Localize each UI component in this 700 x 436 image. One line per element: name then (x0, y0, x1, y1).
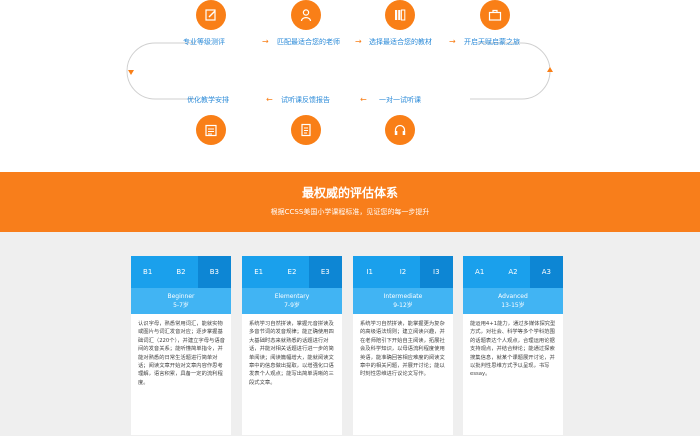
service-process: 专业等级测评 匹配最适合您的老师 选择最适合您的教材 开启天赋启蒙之旅 → → … (0, 0, 700, 160)
arrow-right-icon: → (449, 37, 456, 46)
grade-a2: A2 (508, 268, 518, 276)
level-header: Elementary 7-9岁 (242, 288, 342, 314)
level-card-elementary: E1 E2 E3 Elementary 7-9岁 系统学习自然拼读，掌握元音拼读… (242, 256, 342, 435)
level-cards-section: B1 B2 B3 Beginner 5-7岁 认识字母，熟悉常用词汇，能就实物或… (0, 232, 700, 436)
step-label-match-teacher: 匹配最适合您的老师 (277, 38, 340, 46)
grade-b2: B2 (176, 268, 186, 276)
assessment-banner: 最权威的评估体系 根据CCSS美国小学课程标准，见证您的每一步提升 (0, 172, 700, 232)
level-description: 系统学习自然拼读，掌握元音拼读及多音节词的发音规律；能正确使用四大基础时态来就熟… (249, 321, 334, 386)
arrow-right-icon: → (262, 37, 269, 46)
grade-row: I1 I2 I3 (353, 256, 453, 288)
step-label-assessment: 专业等级测评 (183, 38, 225, 46)
grade-e1: E1 (254, 268, 264, 276)
level-header: Beginner 5-7岁 (131, 288, 231, 314)
level-header: Intermediate 9-12岁 (353, 288, 453, 314)
arrow-right-icon: → (355, 37, 362, 46)
arrow-left-icon: ← (266, 95, 273, 104)
arrow-left-icon: ← (360, 95, 367, 104)
level-age: 5-7岁 (173, 302, 189, 309)
edit-icon (196, 0, 226, 30)
level-age: 9-12岁 (393, 302, 413, 309)
process-loop-line (126, 42, 553, 100)
level-description: 能运用4+1能力，通过多媒体探究型方式，对社会、科学等多个学科范围的话题表达个人… (470, 321, 556, 378)
grade-i1: I1 (366, 268, 373, 276)
grade-i3: I3 (419, 256, 453, 288)
level-description: 系统学习自然拼读，能掌握更为复杂的高级语法规则；建立阅读兴趣，并在老师陪引下开始… (360, 321, 445, 378)
calendar-icon (196, 115, 226, 145)
level-card-beginner: B1 B2 B3 Beginner 5-7岁 认识字母，熟悉常用词汇，能就实物或… (131, 256, 231, 435)
level-card-intermediate: I1 I2 I3 Intermediate 9-12岁 系统学习自然拼读，能掌握… (353, 256, 453, 435)
step-label-optimize-schedule: 优化教学安排 (187, 96, 229, 104)
grade-row: E1 E2 E3 (242, 256, 342, 288)
level-age: 13-15岁 (501, 302, 525, 309)
level-name: Intermediate (383, 293, 423, 300)
loop-arrow-right-icon (547, 67, 553, 72)
grade-i2: I2 (399, 268, 407, 276)
level-header: Advanced 13-15岁 (463, 288, 563, 314)
grade-e3: E3 (308, 256, 342, 288)
report-icon (291, 115, 321, 145)
level-name: Advanced (498, 293, 528, 300)
level-description: 认识字母，熟悉常用词汇，能就实物或图片与词汇发音对应；逐步掌握基础词汇（220个… (138, 321, 225, 386)
briefcase-icon (480, 0, 510, 30)
grade-b3: B3 (197, 256, 231, 288)
level-name: Elementary (274, 293, 310, 300)
grade-e2: E2 (287, 268, 297, 276)
step-label-trial-class: 一对一试听课 (379, 96, 421, 104)
grade-row: B1 B2 B3 (131, 256, 231, 288)
banner-title: 最权威的评估体系 (301, 186, 398, 200)
teacher-icon (291, 0, 321, 30)
grade-a3: A3 (529, 256, 563, 288)
banner-subtitle: 根据CCSS美国小学课程标准，见证您的每一步提升 (270, 208, 430, 216)
level-age: 7-9岁 (284, 302, 300, 309)
headset-icon (385, 115, 415, 145)
level-card-advanced: A1 A2 A3 Advanced 13-15岁 能运用4+1能力，通过多媒体探… (463, 256, 563, 435)
loop-arrow-left-icon (128, 70, 134, 75)
step-label-trial-report: 试听课反馈报告 (281, 96, 330, 104)
step-label-choose-material: 选择最适合您的教材 (369, 38, 432, 46)
step-label-start-journey: 开启天赋启蒙之旅 (464, 38, 520, 46)
level-name: Beginner (167, 293, 195, 300)
books-icon (385, 0, 415, 30)
grade-a1: A1 (475, 268, 485, 276)
grade-b1: B1 (143, 268, 153, 276)
grade-row: A1 A2 A3 (463, 256, 563, 288)
